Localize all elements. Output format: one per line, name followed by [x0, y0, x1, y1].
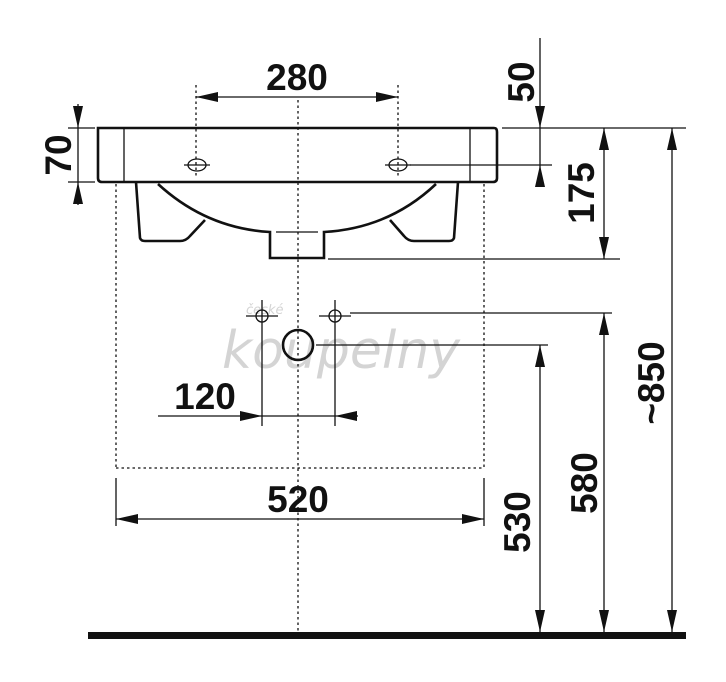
supply-valve-left	[246, 300, 278, 332]
dim-label-70: 70	[38, 134, 79, 175]
dim-label-120: 120	[174, 376, 236, 417]
dim-rim-height: 70	[38, 104, 95, 205]
dim-drain-spacing: 280	[196, 57, 398, 102]
dim-waste-spacing: 120	[158, 332, 358, 426]
basin-body	[96, 126, 499, 260]
dim-label-580: 580	[564, 452, 605, 514]
dim-label-520: 520	[267, 479, 329, 520]
dim-label-175: 175	[561, 162, 602, 224]
dim-width: 520	[115, 478, 485, 526]
cabinet-outline	[115, 184, 485, 469]
floor-line	[88, 632, 686, 639]
tap-hole-left	[184, 158, 210, 172]
dim-total-height: ~850	[631, 128, 677, 632]
waste-outlet	[281, 328, 548, 362]
dim-label-50: 50	[501, 61, 542, 102]
dim-label-280: 280	[266, 57, 328, 98]
watermark: české koupelny	[222, 303, 461, 381]
dim-drain-depth: 175	[561, 128, 609, 259]
dim-label-530: 530	[497, 491, 538, 553]
dim-top-offset: 50	[501, 38, 545, 187]
watermark-large: koupelny	[222, 321, 461, 381]
supply-valve-right	[319, 300, 351, 332]
dim-supply-height: 580	[564, 313, 609, 632]
dim-label-850: ~850	[631, 341, 672, 424]
dim-waste-height: 530	[497, 345, 545, 632]
